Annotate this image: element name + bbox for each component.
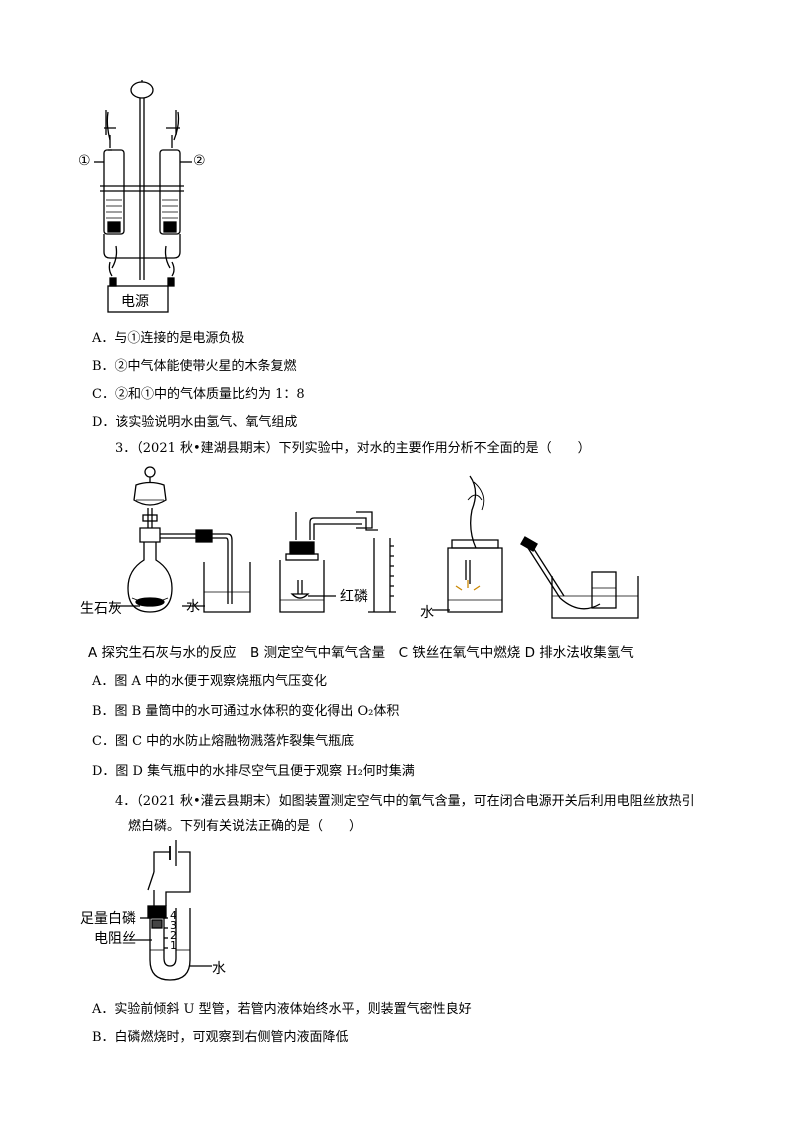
- label-water-a: 水: [186, 599, 200, 615]
- scale-mark-2: 2: [170, 929, 177, 942]
- option-d: D．该实验说明水由氢气、氧气组成: [92, 415, 298, 430]
- tube-1-label: ①: [78, 153, 91, 169]
- q3-figure-captions: A 探究生石灰与水的反应 B 测定空气中氧气含量 C 铁丝在氧气中燃烧 D 排水…: [88, 645, 634, 661]
- u-tube-diagram: [130, 840, 212, 981]
- scale-mark-1: 1: [170, 939, 177, 952]
- option-c: C．②和①中的气体质量比约为 1：8: [92, 387, 305, 402]
- option-a: A．实验前倾斜 U 型管，若管内液体始终水平，则装置气密性良好: [92, 1002, 472, 1017]
- option-c: C．图 C 中的水防止熔融物溅落炸裂集气瓶底: [92, 734, 355, 749]
- scale-mark-3: 3: [170, 919, 177, 932]
- question-4-stem-line2: 燃白磷。下列有关说法正确的是（ ）: [128, 819, 363, 834]
- option-b: B．图 B 量筒中的水可通过水体积的变化得出 O₂体积: [92, 704, 400, 719]
- tube-2-label: ②: [193, 153, 206, 169]
- label-resistance-wire: 电阻丝: [94, 931, 136, 947]
- label-red-phosphorus: 红磷: [340, 589, 368, 605]
- label-water-c: 水: [420, 605, 434, 621]
- scale-mark-4: 4: [170, 909, 177, 922]
- label-water: 水: [212, 961, 226, 977]
- option-a: A．图 A 中的水便于观察烧瓶内气压变化: [92, 674, 328, 689]
- option-a: A．与①连接的是电源负极: [92, 331, 245, 346]
- question-3-stem: 3．（2021 秋•建湖县期末）下列实验中，对水的主要作用分析不全面的是（ ）: [115, 441, 591, 456]
- question-4-stem-line1: 4．（2021 秋•灌云县期末）如图装置测定空气中的氧气含量，可在闭合电源开关后…: [115, 794, 695, 809]
- option-b: B．白磷燃烧时，可观察到右侧管内液面降低: [92, 1030, 349, 1045]
- label-quicklime: 生石灰: [80, 601, 122, 617]
- electrolysis-diagram: [94, 80, 192, 313]
- q3-experiments-diagram: [110, 466, 639, 619]
- option-b: B．②中气体能使带火星的木条复燃: [92, 359, 297, 374]
- option-d: D．图 D 集气瓶中的水排尽空气且便于观察 H₂何时集满: [92, 764, 415, 779]
- label-white-phosphorus: 足量白磷: [80, 911, 136, 927]
- power-source-label: 电源: [121, 294, 149, 310]
